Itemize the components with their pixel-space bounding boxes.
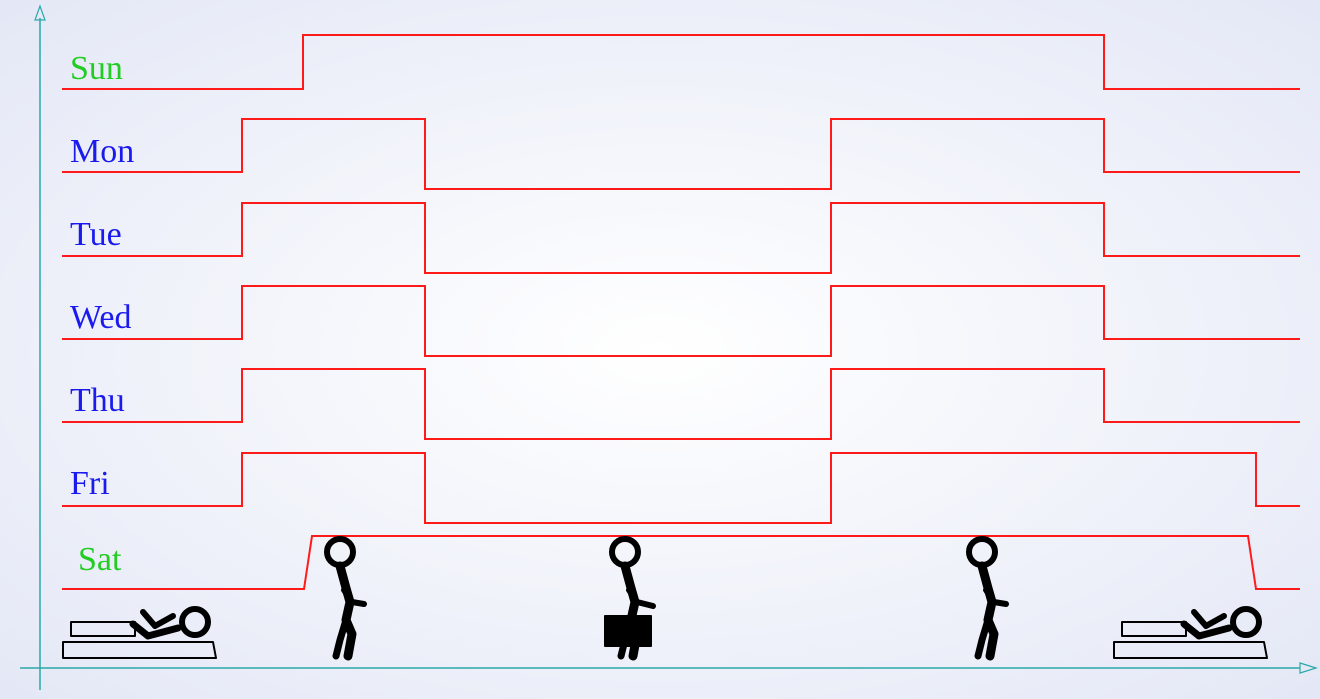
day-label-thu: Thu: [70, 384, 125, 418]
day-label-mon: Mon: [70, 135, 134, 169]
day-label-sat: Sat: [78, 543, 121, 577]
day-label-fri: Fri: [70, 467, 110, 501]
day-label-tue: Tue: [70, 218, 122, 252]
day-label-wed: Wed: [70, 301, 131, 335]
day-label-sun: Sun: [70, 52, 123, 86]
